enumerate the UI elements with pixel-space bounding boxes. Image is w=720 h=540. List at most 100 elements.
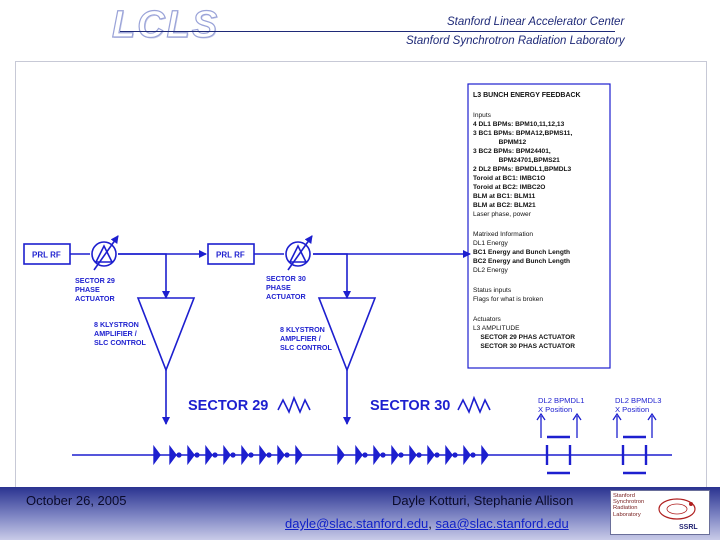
- matrixed-item: DL1 Energy: [473, 240, 509, 247]
- email-link-dayle[interactable]: dayle@slac.stanford.edu: [285, 516, 429, 531]
- phase-actuator-30-line3: ACTUATOR: [266, 292, 306, 301]
- matrixed-item: DL2 Energy: [473, 267, 509, 274]
- bpm-dl3-arrowhead-right: [647, 412, 657, 421]
- klystron-amp-30: [317, 297, 377, 373]
- dl2-bpmdl1-label: DL2 BPMDL1: [538, 396, 584, 405]
- input-item: BLM at BC1: BLM11: [473, 193, 536, 200]
- phase-shifter-30-arrow: [287, 235, 313, 271]
- phase-shifter-30-icon: [285, 241, 311, 267]
- dl2-bpmdl3-xpos: X Position: [615, 405, 649, 414]
- link-30-to-amp: [313, 253, 351, 299]
- cavity-marker: [153, 444, 161, 466]
- phase-actuator-29-line3: ACTUATOR: [75, 294, 115, 303]
- ssrl-mark: SSRL: [679, 524, 698, 531]
- cavity-marker: [277, 444, 285, 466]
- actuator-item: SECTOR 29 PHAS ACTUATOR: [473, 334, 575, 341]
- beamline-dots: [176, 452, 476, 458]
- footer-bar: October 26, 2005 Dayle Kotturi, Stephani…: [0, 487, 720, 540]
- footer-authors: Dayle Kotturi, Stephanie Allison: [392, 493, 574, 508]
- cavity-marker: [391, 444, 399, 466]
- cavity-marker: [355, 444, 363, 466]
- phase-shifter-30-triangle: [288, 244, 308, 263]
- status-heading: Status inputs: [473, 287, 512, 294]
- matrixed-item: BC1 Energy and Bunch Length: [473, 249, 570, 256]
- input-item: BLM at BC2: BLM21: [473, 202, 536, 209]
- input-item: 4 DL1 BPMs: BPM10,11,12,13: [473, 121, 565, 128]
- cavity-marker: [259, 444, 267, 466]
- diagram-panel: [16, 62, 706, 487]
- phase-actuator-30-line1: SECTOR 30: [266, 274, 306, 283]
- inputs-heading: Inputs: [473, 112, 492, 119]
- bpm-dl1-arrowhead-left: [536, 412, 546, 421]
- ssrl-logo-text: Stanford Synchrotron Radiation Laborator…: [613, 493, 644, 518]
- cavity-marker: [205, 444, 213, 466]
- email-link-saa[interactable]: saa@slac.stanford.edu: [435, 516, 569, 531]
- info-title: L3 BUNCH ENERGY FEEDBACK: [473, 92, 581, 99]
- phase-actuator-30-line2: PHASE: [266, 283, 291, 292]
- status-item: Flags for what is broken: [473, 296, 543, 303]
- input-item: Toroid at BC2: IMBC2O: [473, 184, 545, 191]
- phase-shifter-29-arrow: [93, 235, 119, 271]
- ssrl-logo: Stanford Synchrotron Radiation Laborator…: [610, 490, 710, 535]
- info-box-text: L3 BUNCH ENERGY FEEDBACK Inputs 4 DL1 BP…: [473, 92, 581, 350]
- input-item: 3 BC1 BPMs: BPMA12,BPMS11,: [473, 130, 572, 137]
- cavity-marker: [463, 444, 471, 466]
- klystron-29-line1: 8 KLYSTRON: [94, 320, 139, 329]
- klystron-30-line2: AMPLFIER /: [280, 334, 321, 343]
- header-banner: LCLS Stanford Linear Accelerator Center …: [0, 0, 720, 62]
- phase-shifter-29-triangle: [94, 244, 114, 263]
- phase-actuator-29-line1: SECTOR 29: [75, 276, 115, 285]
- bpm-dl1-symbol: [545, 435, 572, 475]
- input-item: Toroid at BC1: IMBC1O: [473, 175, 545, 182]
- matrixed-heading: Matrixed Information: [473, 231, 533, 238]
- input-item: 2 DL2 BPMs: BPMDL1,BPMDL3: [473, 166, 572, 173]
- input-item: 3 BC2 BPMs: BPM24401,: [473, 148, 551, 155]
- email-separator: ,: [428, 516, 436, 531]
- klystron-30-line1: 8 KLYSTRON: [280, 325, 325, 334]
- bpm-dl3-arrowhead-left: [612, 412, 622, 421]
- actuators-heading: Actuators: [473, 316, 502, 323]
- ssrl-line: Laboratory: [613, 511, 641, 518]
- phase-actuator-29-line2: PHASE: [75, 285, 100, 294]
- cavity-marker: [373, 444, 381, 466]
- klystron-29-line2: AMPLIFIER /: [94, 329, 137, 338]
- lcls-logo: LCLS: [111, 3, 220, 46]
- prl-rf-label-left: PRL RF: [32, 251, 61, 260]
- dl2-bpmdl3-label: DL2 BPMDL3: [615, 396, 661, 405]
- cavity-marker: [187, 444, 195, 466]
- phase-shifter-29-icon: [91, 241, 117, 267]
- cavity-marker: [445, 444, 453, 466]
- ssrl-line: Stanford: [613, 493, 635, 499]
- sector-29-label: SECTOR 29: [188, 398, 268, 414]
- bpm-dl1-arrowhead-right: [572, 412, 582, 421]
- cavity-marker: [169, 444, 177, 466]
- cavity-marker: [409, 444, 417, 466]
- footer-emails: dayle@slac.stanford.edu, saa@slac.stanfo…: [285, 516, 569, 531]
- prl-rf-label-right: PRL RF: [216, 251, 245, 260]
- footer-date: October 26, 2005: [26, 493, 127, 508]
- klystron-amp-29: [136, 297, 196, 373]
- matrixed-item: BC2 Energy and Bunch Length: [473, 258, 570, 265]
- info-box-border: [467, 83, 611, 369]
- header-rule: [120, 31, 615, 32]
- link-29-to-amp: [118, 253, 170, 299]
- bpm-dl3-symbol: [621, 435, 648, 475]
- ssrl-line: Radiation: [613, 505, 638, 512]
- klystron-30-line3: SLC CONTROL: [280, 343, 333, 352]
- cavity-marker: [223, 444, 231, 466]
- cavity-marker: [337, 444, 345, 466]
- cavity-marker: [295, 444, 303, 466]
- sector-30-label: SECTOR 30: [370, 398, 450, 414]
- cavity-marker: [241, 444, 249, 466]
- rf-zigzag-30: [457, 395, 491, 415]
- dl2-bpmdl1-xpos: X Position: [538, 405, 572, 414]
- beamline-cavities: [153, 444, 489, 466]
- input-item: BPMM12: [473, 139, 526, 146]
- klystron-29-line3: SLC CONTROL: [94, 338, 147, 347]
- org-line-slac: Stanford Linear Accelerator Center: [447, 16, 625, 28]
- rf-zigzag-29: [277, 395, 311, 415]
- org-line-ssrl: Stanford Synchrotron Radiation Laborator…: [406, 35, 625, 47]
- ssrl-orbit-icon: SSRL: [658, 498, 698, 531]
